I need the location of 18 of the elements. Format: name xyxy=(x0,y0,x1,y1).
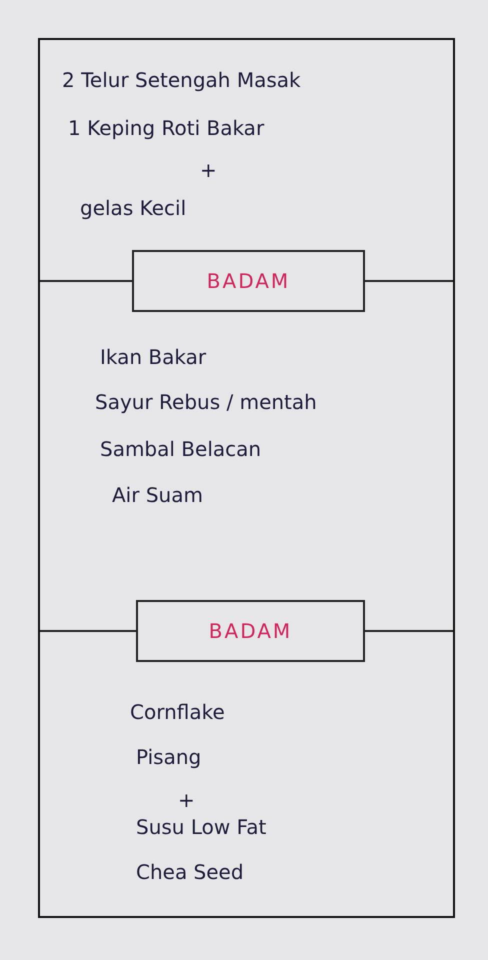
label-box xyxy=(136,600,365,662)
menu-text: Ikan Bakar xyxy=(100,345,206,369)
menu-text: Sayur Rebus / mentah xyxy=(95,390,317,414)
menu-text: Sambal Belacan xyxy=(100,437,262,461)
frame-box xyxy=(38,38,455,918)
menu-text: + xyxy=(200,158,217,182)
label-box xyxy=(132,250,365,312)
menu-text: Cornflake xyxy=(130,700,225,724)
menu-text: + xyxy=(178,788,195,812)
menu-text: Pisang xyxy=(136,745,202,769)
menu-text: gelas Kecil xyxy=(80,196,186,220)
box-label: BADAM xyxy=(206,269,290,293)
menu-text: Air Suam xyxy=(112,483,203,507)
menu-text: Chea Seed xyxy=(136,860,244,884)
menu-text: 1 Keping Roti Bakar xyxy=(68,116,264,140)
menu-text: Susu Low Fat xyxy=(136,815,266,839)
box-label: BADAM xyxy=(208,619,292,643)
menu-text: 2 Telur Setengah Masak xyxy=(62,68,301,92)
